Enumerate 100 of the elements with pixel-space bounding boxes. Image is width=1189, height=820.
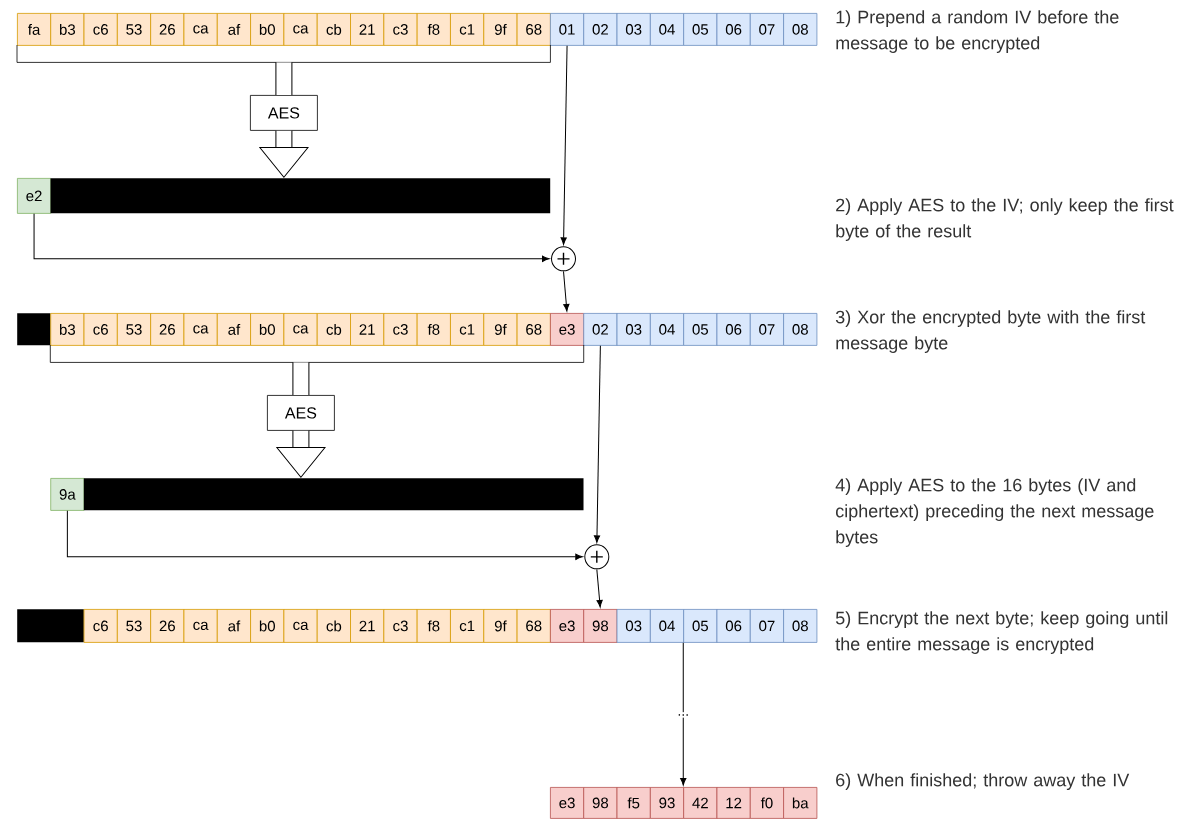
byte-cell: 9a [50, 478, 85, 511]
byte-cell: c3 [383, 609, 418, 643]
byte-cell: 07 [749, 609, 784, 643]
byte-cell: c1 [450, 313, 485, 346]
edge-label: ... [675, 712, 692, 718]
byte-cell: 26 [150, 13, 185, 46]
byte-cell: 26 [150, 609, 185, 643]
byte-cell: cb [316, 13, 351, 46]
byte-cell: e2 [17, 178, 52, 214]
bracket [16, 44, 551, 63]
byte-cell: 9f [483, 609, 518, 643]
byte-cell: 05 [683, 13, 718, 46]
redacted-bar [83, 478, 584, 511]
byte-cell: b0 [250, 313, 285, 346]
byte-cell: c1 [450, 609, 485, 643]
byte-cell: 21 [350, 13, 385, 46]
byte-cell: 26 [150, 313, 185, 346]
byte-cell: f8 [416, 313, 451, 346]
byte-cell: b3 [50, 13, 85, 46]
arrow [593, 345, 601, 543]
byte-cell: cb [316, 313, 351, 346]
byte-cell: 98 [583, 609, 618, 643]
byte-cell: 03 [616, 13, 651, 46]
step-text: 1) Prepend a random IV before the message to be encrypted [836, 10, 1119, 53]
byte-cell: b3 [50, 313, 85, 346]
byte-cell: 93 [649, 787, 685, 819]
step-text: 4) Apply AES to the 16 bytes (IV and ciphertext) preceding the next message bytes [835, 478, 1154, 547]
byte-cell: e3 [550, 609, 585, 643]
byte-cell: 04 [649, 313, 685, 346]
byte-cell: ca [283, 13, 318, 46]
redacted-bar [17, 313, 51, 346]
block-arrow [259, 130, 309, 178]
byte-cell: 68 [516, 609, 551, 643]
byte-cell: 05 [683, 313, 718, 346]
byte-cell: 02 [583, 313, 618, 346]
byte-cell: 53 [116, 313, 152, 346]
byte-cell: cb [316, 609, 351, 643]
byte-cell: ba [783, 787, 818, 819]
byte-cell: f5 [616, 787, 651, 819]
byte-cell: f8 [416, 609, 451, 643]
byte-cell: af [216, 609, 251, 643]
arrow [66, 510, 583, 560]
byte-cell: 9f [483, 313, 518, 346]
byte-cell: 07 [749, 313, 784, 346]
byte-cell: e3 [550, 313, 585, 346]
byte-cell: ca [183, 13, 218, 46]
block-arrow [276, 430, 326, 478]
byte-cell: c3 [383, 313, 418, 346]
step-text: 3) Xor the encrypted byte with the first message byte [835, 310, 1146, 353]
byte-cell: 53 [116, 13, 152, 46]
arrow [563, 270, 570, 312]
byte-cell: 05 [683, 609, 718, 643]
byte-cell: ca [183, 609, 218, 643]
byte-cell: 68 [516, 13, 551, 46]
bracket [49, 344, 585, 363]
arrow [680, 642, 687, 786]
byte-cell: 08 [783, 13, 818, 46]
arrow [596, 568, 603, 608]
byte-cell: 9f [483, 13, 518, 46]
byte-cell: 08 [783, 313, 818, 346]
byte-cell: 04 [649, 609, 685, 643]
byte-cell: fa [17, 13, 52, 46]
aes-box: AES [250, 95, 318, 131]
byte-cell: 03 [616, 313, 651, 346]
byte-cell: af [216, 313, 251, 346]
byte-cell: 01 [550, 13, 585, 46]
byte-cell: 06 [716, 313, 751, 346]
arrow [33, 213, 550, 262]
byte-cell: ca [283, 313, 318, 346]
byte-cell: c6 [83, 609, 118, 643]
byte-cell: 03 [616, 609, 651, 643]
byte-cell: c1 [450, 13, 485, 46]
byte-cell: b0 [250, 13, 285, 46]
byte-cell: e3 [550, 787, 585, 819]
byte-cell: 53 [116, 609, 152, 643]
byte-cell: f8 [416, 13, 451, 46]
byte-cell: 07 [749, 13, 784, 46]
step-text: 2) Apply AES to the IV; only keep the first byte of the result [836, 198, 1174, 241]
byte-cell: af [216, 13, 251, 46]
byte-cell: 06 [716, 13, 751, 46]
step-text: 5) Encrypt the next byte; keep going until the entire message is encrypted [835, 611, 1168, 654]
step-text: 6) When finished; throw away the IV [836, 773, 1130, 790]
byte-cell: 42 [683, 787, 718, 819]
byte-cell: 21 [350, 609, 385, 643]
byte-cell: b0 [250, 609, 285, 643]
xor-symbol [584, 544, 610, 570]
xor-symbol [551, 246, 576, 272]
byte-cell: c3 [383, 13, 418, 46]
byte-cell: c6 [83, 313, 118, 346]
byte-cell: 21 [350, 313, 385, 346]
byte-cell: 68 [516, 313, 551, 346]
byte-cell: c6 [83, 13, 118, 46]
byte-cell: 08 [783, 609, 818, 643]
byte-cell: ca [183, 313, 218, 346]
byte-cell: 98 [583, 787, 618, 819]
byte-cell: 12 [716, 787, 751, 819]
redacted-bar [17, 609, 84, 643]
byte-cell: 02 [583, 13, 618, 46]
arrow [560, 45, 568, 245]
byte-cell: f0 [749, 787, 784, 819]
